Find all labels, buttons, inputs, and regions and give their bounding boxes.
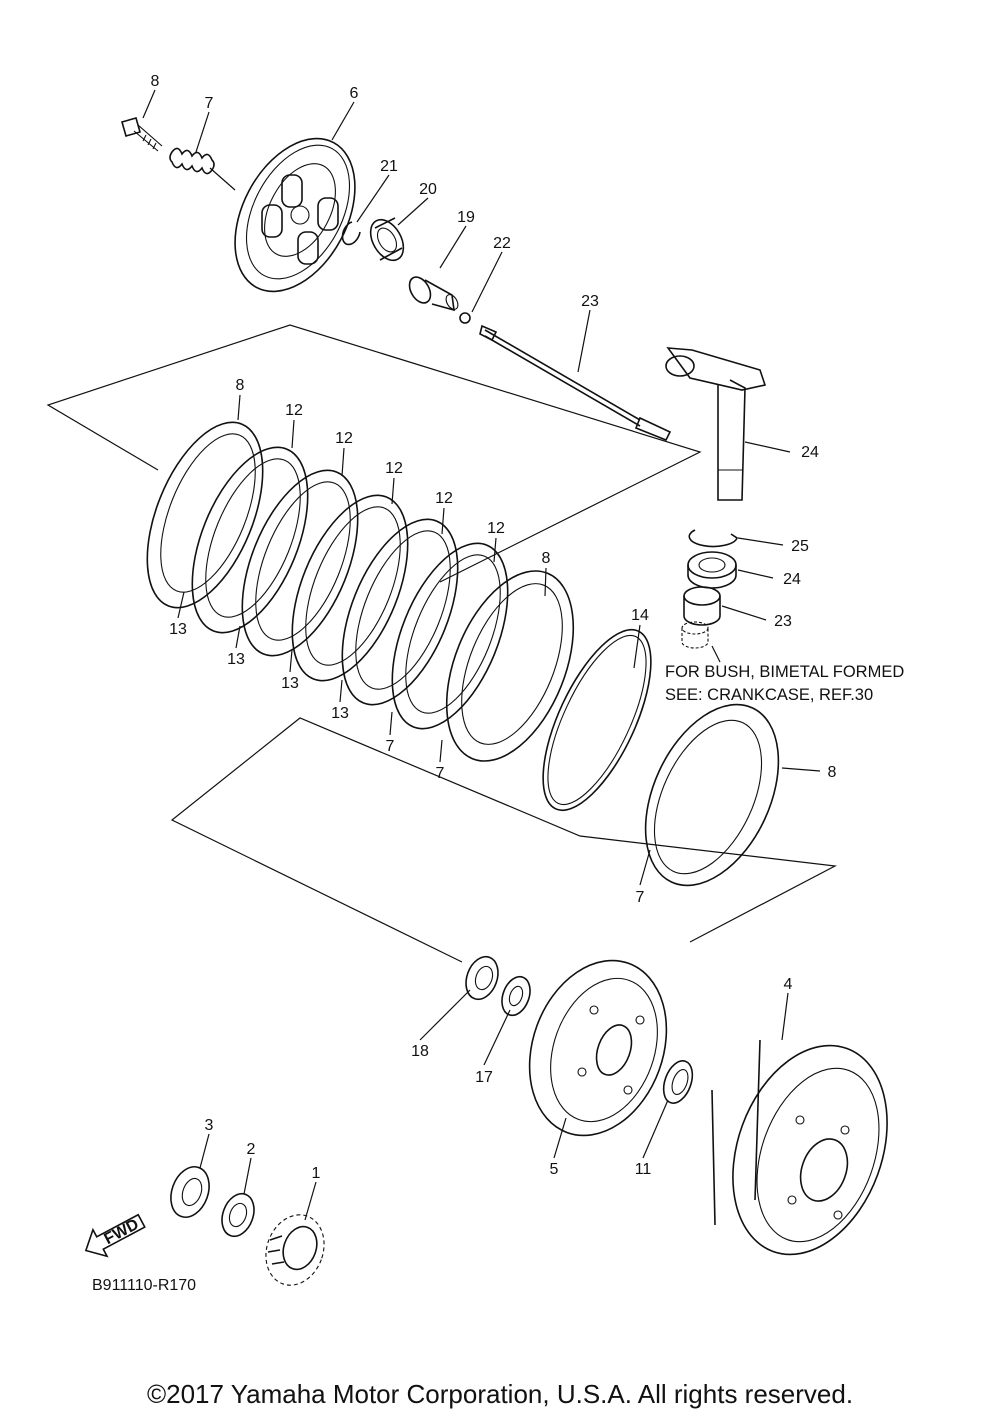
- bearing-part-23: [683, 586, 721, 626]
- clutch-housing-part-4: [711, 1039, 888, 1256]
- part-label-12-c: 12: [385, 460, 403, 477]
- part-label-13-a: 13: [169, 621, 187, 638]
- part-label-3: 3: [205, 1117, 214, 1134]
- part-label-12-d: 12: [435, 490, 453, 507]
- part-label-20: 22: [493, 235, 511, 252]
- push-piece-part-17: [408, 276, 459, 312]
- part-label-14: 14: [631, 607, 649, 624]
- thrust-washer-part-11: [662, 1060, 694, 1104]
- push-lever-shaft-part-22: [665, 347, 767, 501]
- part-label-4: 4: [784, 976, 793, 993]
- part-label-7-b: 7: [436, 765, 445, 782]
- part-label-5: 5: [550, 1161, 559, 1178]
- spring-part-9: [169, 147, 236, 191]
- push-rod-part-21: [479, 324, 672, 442]
- part-label-13-c: 13: [281, 675, 299, 692]
- part-label-24: 24: [783, 571, 801, 588]
- part-label-17: 19: [457, 209, 475, 226]
- lock-nut-part-16: [465, 955, 499, 1001]
- part-label-22: 24: [801, 444, 819, 461]
- note-line-1: FOR BUSH, BIMETAL FORMED: [665, 663, 904, 681]
- part-label-12-b: 12: [335, 430, 353, 447]
- lower-group-box: [170, 717, 837, 963]
- part-label-12-e: 12: [487, 520, 505, 537]
- note-line-2: SEE: CRANKCASE, REF.30: [665, 686, 873, 704]
- part-label-6: 6: [350, 85, 359, 102]
- part-label-7-c: 7: [636, 889, 645, 906]
- oil-seal-part-3: [170, 1166, 210, 1218]
- part-label-8-mid: 8: [542, 550, 551, 567]
- circlip-part-19: [341, 221, 361, 246]
- bearing-part-18: [369, 217, 405, 262]
- part-label-25: 25: [791, 538, 809, 555]
- part-label-19: 21: [380, 158, 398, 175]
- o-ring-part-20: [459, 312, 471, 324]
- part-label-9: 7: [205, 95, 214, 112]
- part-number-labels: 8 7 6 21 20 19 22 23 24 25 24 23 8 12 12…: [151, 73, 837, 1182]
- part-label-16: 18: [411, 1043, 429, 1060]
- bush-reference: [681, 621, 721, 663]
- part-label-1: 1: [312, 1165, 321, 1182]
- part-label-13-d: 13: [331, 705, 349, 722]
- part-label-15: 17: [475, 1069, 493, 1086]
- wire-ring-part-14: [542, 628, 652, 812]
- friction-plate-lower: [644, 703, 780, 887]
- leader-lines: [142, 89, 821, 1221]
- clutch-boss-part-5: [528, 959, 668, 1137]
- part-label-10: 8: [151, 73, 160, 90]
- bolt-part-10: [121, 117, 163, 152]
- part-label-13-b: 13: [227, 651, 245, 668]
- part-label-2: 2: [247, 1141, 256, 1158]
- part-label-8-low: 8: [828, 764, 837, 781]
- diagram-code: B911110-R170: [92, 1277, 196, 1294]
- washer-part-15: [501, 975, 531, 1017]
- circlip-part-25: [688, 529, 738, 548]
- fwd-arrow-icon: FWD: [84, 1213, 146, 1258]
- part-label-8-top: 8: [236, 377, 245, 394]
- part-label-11: 11: [635, 1161, 652, 1178]
- part-label-23: 23: [774, 613, 792, 630]
- washer-part-2: [221, 1192, 255, 1238]
- part-label-18: 20: [419, 181, 437, 198]
- part-label-21: 23: [581, 293, 599, 310]
- upper-group-box: [46, 324, 702, 583]
- part-label-7-a: 7: [386, 738, 395, 755]
- oil-seal-part-24: [687, 551, 737, 589]
- primary-drive-gear-part-1: [265, 1214, 325, 1286]
- clutch-plates-stack: [146, 421, 575, 762]
- pressure-plate-part-6: [234, 137, 356, 293]
- copyright-text: ©2017 Yamaha Motor Corporation, U.S.A. A…: [147, 1379, 853, 1409]
- part-label-12-a: 12: [285, 402, 303, 419]
- fwd-label: FWD: [102, 1216, 142, 1248]
